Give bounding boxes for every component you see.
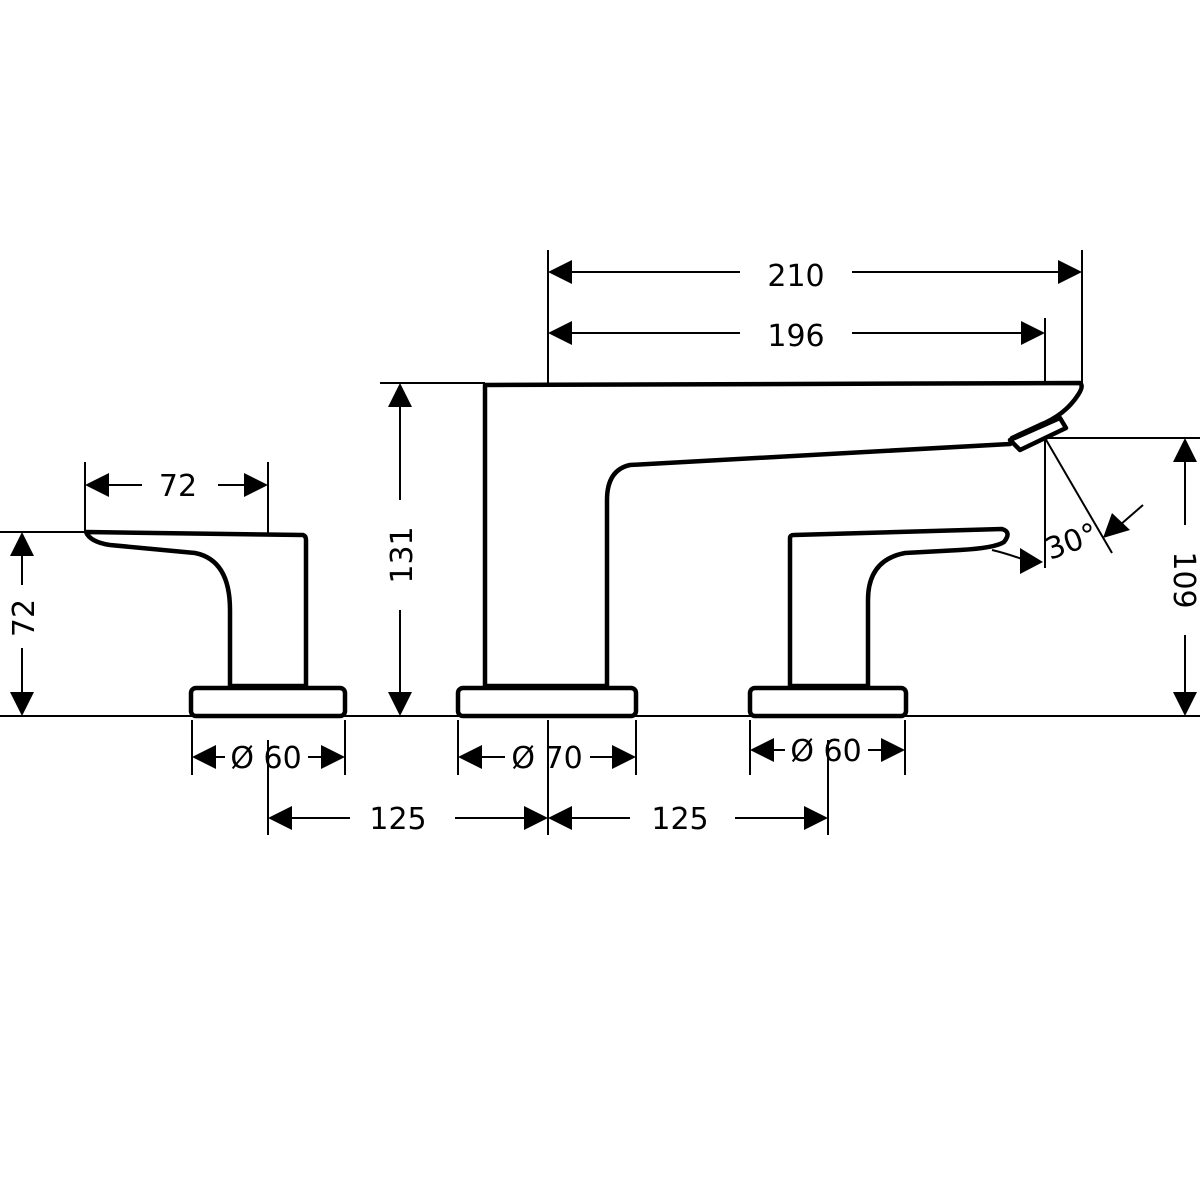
spout-base (455, 685, 639, 719)
dim-spacing-left: 125 (369, 802, 426, 837)
dim-right-base-diameter: Ø 60 (790, 734, 861, 769)
spout (455, 380, 1084, 719)
dim-handle-length: 72 (159, 469, 197, 504)
dim-210: 210 (767, 259, 824, 294)
aerator (1007, 415, 1069, 453)
dim-196: 196 (767, 319, 824, 354)
left-handle (83, 529, 348, 719)
dim-109: 109 (1166, 551, 1200, 608)
dim-spout-base-diameter: Ø 70 (511, 741, 582, 776)
dim-spray-angle: 30° (1041, 516, 1103, 567)
dimension-lines (10, 260, 1197, 830)
left-handle-base (188, 685, 348, 719)
dim-left-base-diameter: Ø 60 (230, 741, 301, 776)
right-handle (747, 526, 1010, 719)
right-handle-base (747, 685, 909, 719)
dim-spacing-right: 125 (651, 802, 708, 837)
dim-handle-height: 72 (7, 599, 42, 637)
dim-131: 131 (385, 526, 420, 583)
